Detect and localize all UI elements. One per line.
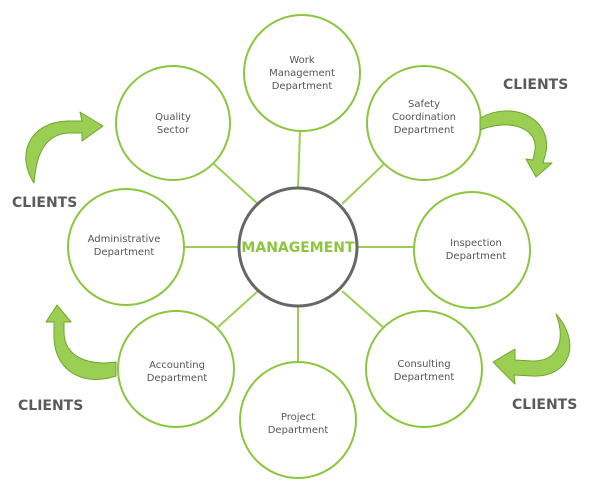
circle-work xyxy=(243,14,361,132)
connector-quality xyxy=(213,163,259,205)
circle-safety xyxy=(366,65,482,181)
connector-safety xyxy=(341,162,386,205)
circle-consulting xyxy=(365,310,483,428)
circle-quality xyxy=(115,65,231,181)
svg-text:Department: Department xyxy=(147,373,208,384)
svg-text:Department: Department xyxy=(272,81,333,92)
circle-inspection xyxy=(413,191,531,309)
circle-project xyxy=(239,361,357,479)
connector-accounting xyxy=(217,290,259,328)
bottom-left-curved-arrow-icon xyxy=(45,304,117,380)
svg-text:Coordination: Coordination xyxy=(392,112,456,123)
safety-dept-label: Safety Coordination Department xyxy=(392,99,456,136)
connector-lines xyxy=(185,129,413,362)
svg-text:Accounting: Accounting xyxy=(149,360,205,371)
quality-sector-label: Quality Sector xyxy=(155,112,191,136)
clients-label-top-right: CLIENTS xyxy=(503,77,568,93)
svg-text:Department: Department xyxy=(268,425,329,436)
department-circles xyxy=(67,14,531,479)
svg-text:Consulting: Consulting xyxy=(397,359,450,370)
svg-text:Management: Management xyxy=(269,68,335,79)
svg-text:Department: Department xyxy=(394,372,455,383)
circle-administrative xyxy=(67,188,185,306)
svg-text:Administrative: Administrative xyxy=(88,234,161,245)
svg-text:Sector: Sector xyxy=(157,125,190,136)
connector-work xyxy=(297,129,301,189)
consulting-dept-label: Consulting Department xyxy=(394,359,455,383)
connector-consulting xyxy=(341,290,385,329)
bottom-right-curved-arrow-icon xyxy=(492,313,571,385)
clients-label-top-left: CLIENTS xyxy=(12,195,77,211)
top-right-curved-arrow-icon xyxy=(479,110,553,178)
svg-text:Department: Department xyxy=(394,125,455,136)
svg-text:Department: Department xyxy=(94,247,155,258)
inspection-dept-label: Inspection Department xyxy=(446,238,507,262)
project-dept-label: Project Department xyxy=(268,412,329,436)
clients-label-bottom-right: CLIENTS xyxy=(512,397,577,413)
work-dept-label: Work Management Department xyxy=(269,55,335,92)
svg-text:Project: Project xyxy=(281,412,315,423)
accounting-dept-label: Accounting Department xyxy=(147,360,208,384)
svg-text:Inspection: Inspection xyxy=(450,238,502,249)
clients-label-bottom-left: CLIENTS xyxy=(18,398,83,414)
top-left-curved-arrow-icon xyxy=(25,111,104,184)
svg-text:Work: Work xyxy=(289,55,315,66)
management-label: MANAGEMENT xyxy=(241,240,355,256)
administrative-dept-label: Administrative Department xyxy=(88,234,161,258)
circle-management xyxy=(237,186,359,308)
circle-accounting xyxy=(117,310,235,428)
svg-text:Safety: Safety xyxy=(408,99,440,110)
svg-text:Department: Department xyxy=(446,251,507,262)
svg-text:Quality: Quality xyxy=(155,112,191,123)
